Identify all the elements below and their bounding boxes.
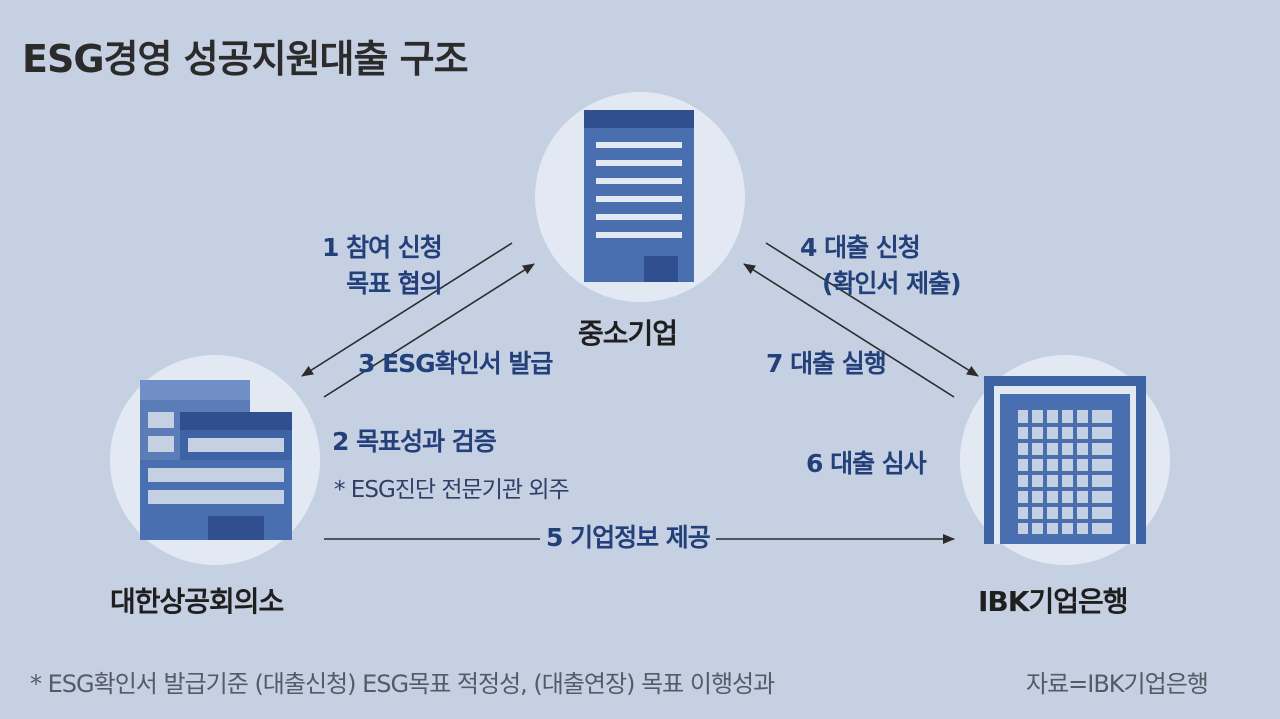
edge-label-step1: 1 참여 신청 목표 협의 bbox=[322, 230, 443, 303]
step1-line1: 1 참여 신청 bbox=[322, 233, 443, 262]
office-building-icon bbox=[584, 110, 694, 282]
arrow-step1 bbox=[301, 242, 513, 377]
step4-line2: (확인서 제출) bbox=[822, 269, 962, 299]
chamber-building-icon bbox=[140, 380, 292, 540]
edge-label-step7: 7 대출 실행 bbox=[766, 349, 887, 378]
node-label-chamber: 대한상공회의소 bbox=[110, 585, 284, 618]
step4-line1: 4 대출 신청 bbox=[800, 233, 921, 262]
edge-note-step2: * ESG진단 전문기관 외주 bbox=[334, 477, 570, 503]
node-label-ibk: IBK기업은행 bbox=[978, 585, 1128, 618]
arrow-step7 bbox=[743, 263, 955, 398]
step1-line2: 목표 협의 bbox=[346, 269, 443, 299]
footnote-source: 자료=IBK기업은행 bbox=[1026, 670, 1209, 698]
arrow-step4 bbox=[765, 242, 979, 377]
edge-label-step2: 2 목표성과 검증 bbox=[332, 427, 497, 456]
edge-label-step4: 4 대출 신청 (확인서 제출) bbox=[800, 230, 962, 303]
arrow-step3 bbox=[323, 263, 535, 398]
page-title: ESG경영 성공지원대출 구조 bbox=[22, 37, 469, 81]
node-label-sme: 중소기업 bbox=[578, 317, 678, 350]
footnote-criteria: * ESG확인서 발급기준 (대출신청) ESG목표 적정성, (대출연장) 목… bbox=[30, 670, 775, 698]
edge-label-step5: 5 기업정보 제공 bbox=[540, 520, 716, 557]
bank-building-icon bbox=[984, 376, 1146, 544]
edge-label-step6: 6 대출 심사 bbox=[806, 449, 927, 478]
edge-label-step3: 3 ESG확인서 발급 bbox=[358, 349, 553, 378]
